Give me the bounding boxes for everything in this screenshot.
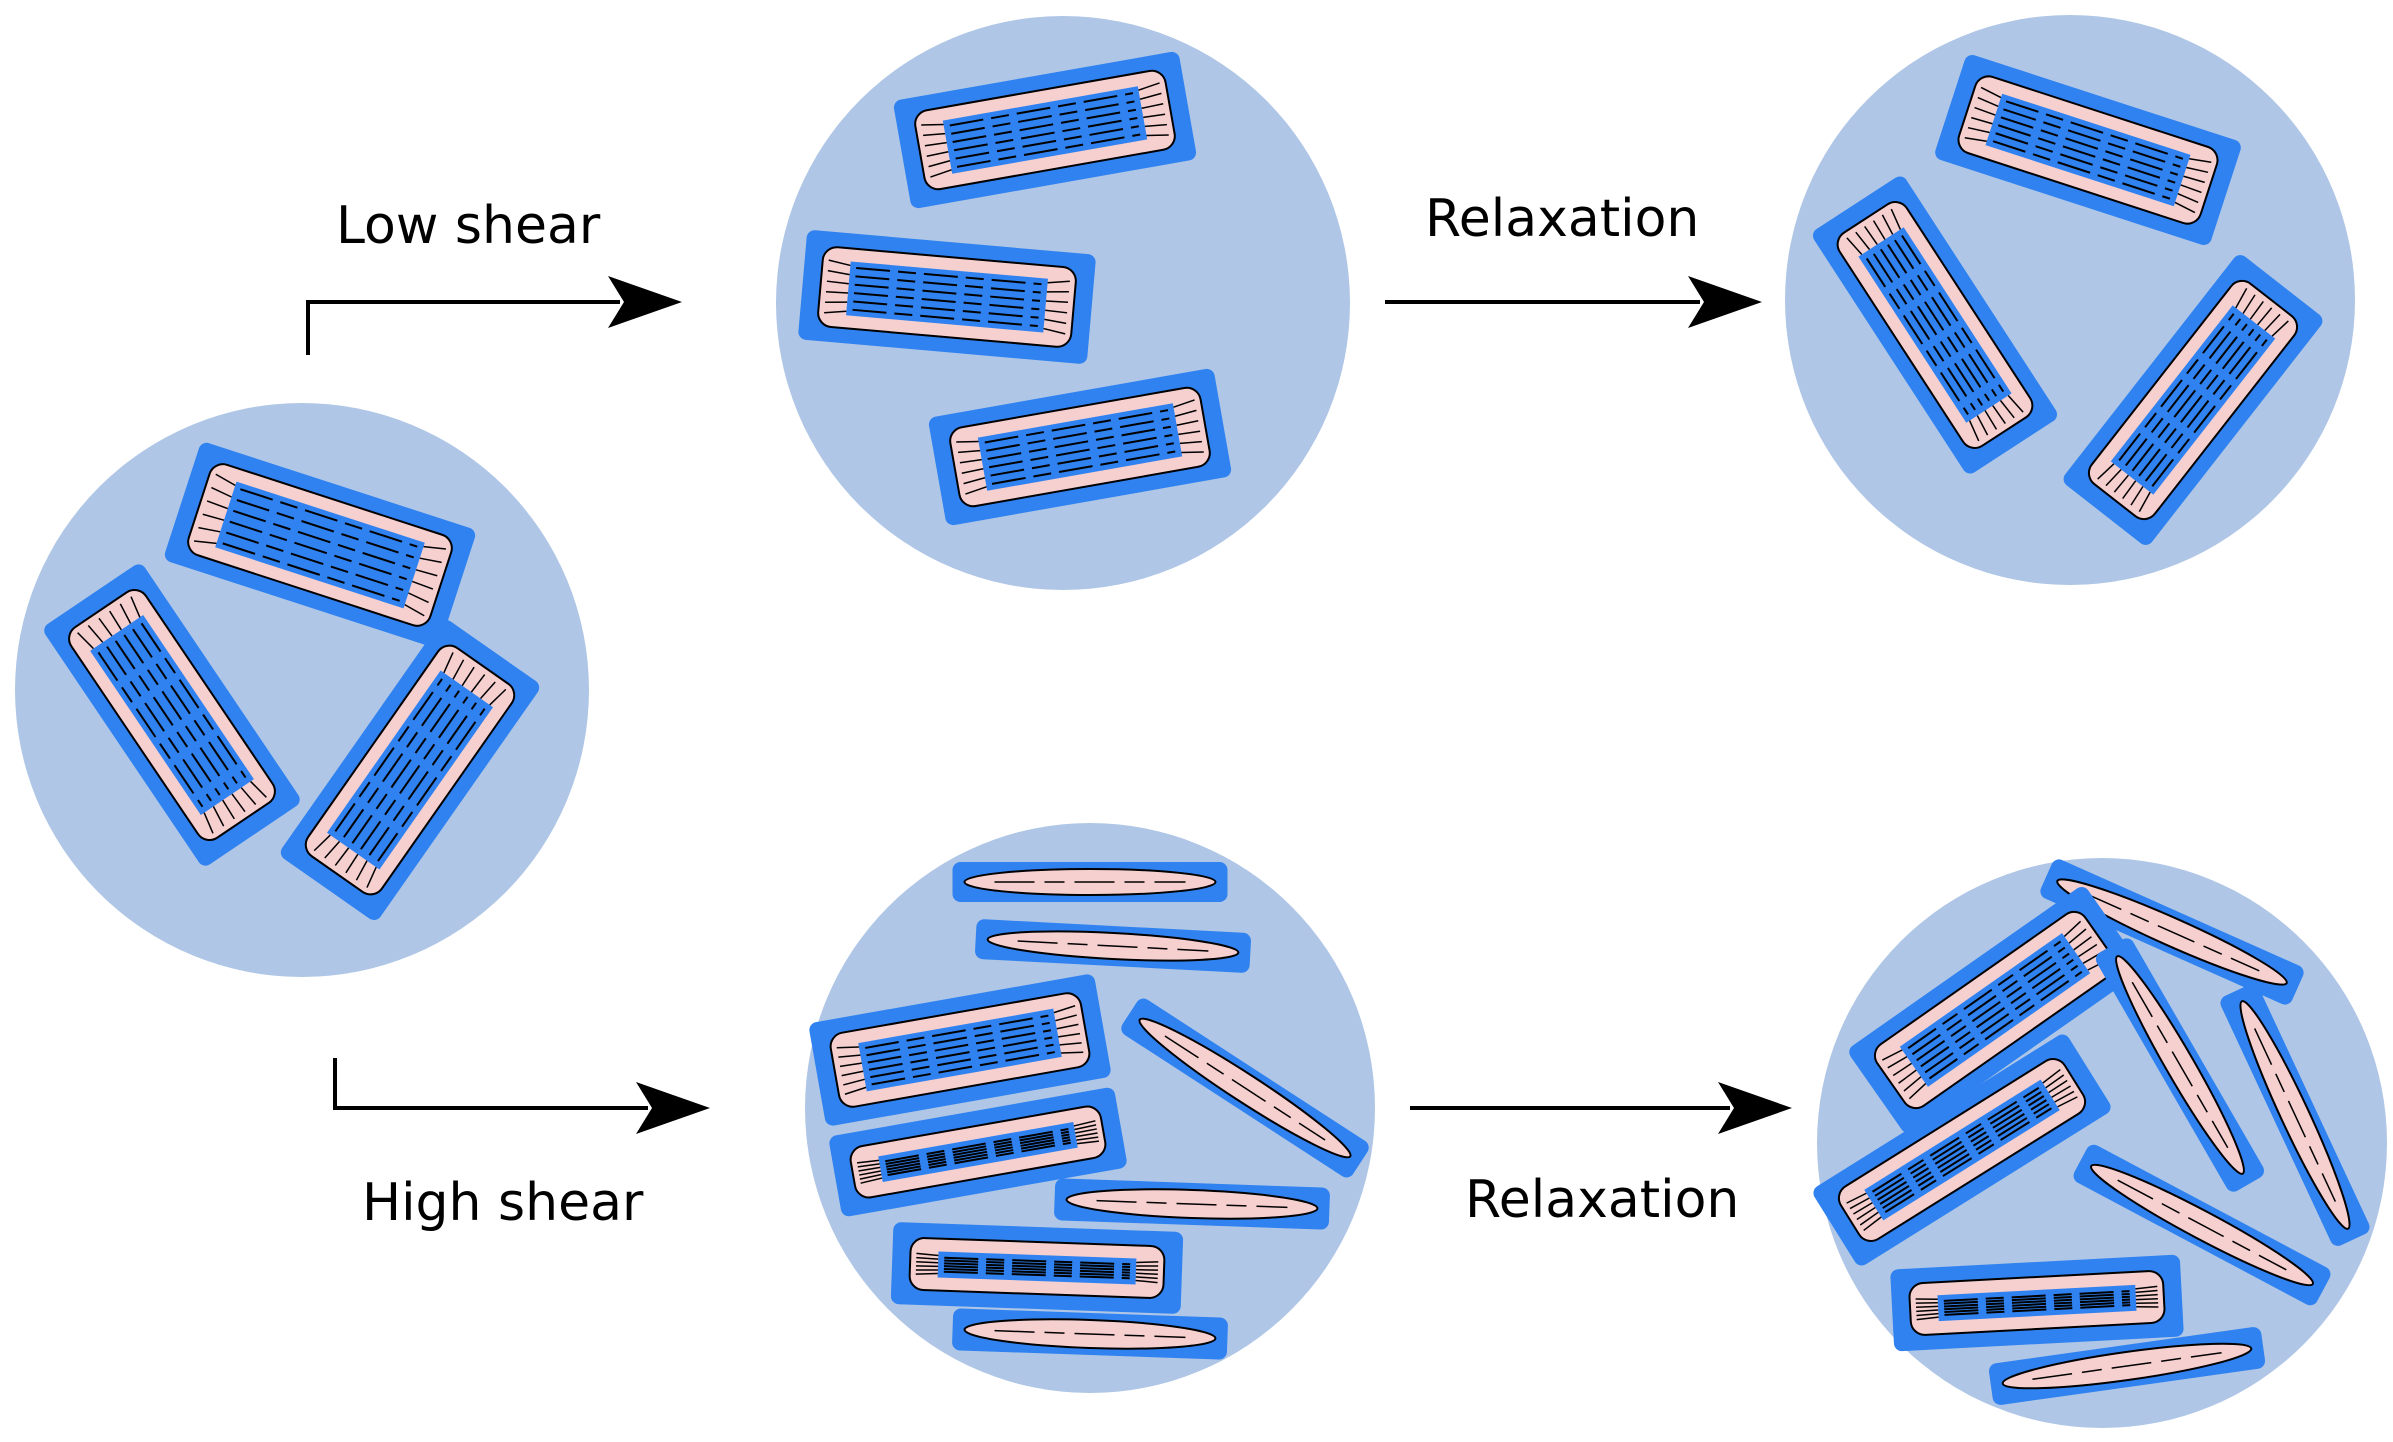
relaxation-bottom-label: Relaxation (1465, 1170, 1739, 1230)
low-shear-label: Low shear (336, 196, 601, 256)
low-shear-relaxed-particle-2 (1812, 176, 2058, 474)
high-shear-particle-1 (809, 974, 1111, 1126)
high-shear-particle-2 (829, 1087, 1127, 1217)
high-shear-relaxed-sheet-4 (2073, 1144, 2331, 1306)
relaxation-top-label: Relaxation (1425, 189, 1699, 249)
high-shear-relaxed-particle-2 (1813, 1034, 2111, 1266)
low-shear-relaxed-particle-3 (2063, 255, 2323, 545)
initial-particle-3 (280, 619, 540, 921)
low-shear-particle-1 (893, 51, 1197, 209)
high-shear-relaxed-sheet-3 (2220, 984, 2370, 1246)
high-shear-sheet-2 (975, 919, 1251, 973)
low-shear-arrow (306, 300, 620, 355)
initial-particle-2 (44, 564, 300, 866)
high-shear-particle-3 (890, 1222, 1184, 1314)
high-shear-relaxed-particle-3 (1890, 1254, 2184, 1352)
high-shear-sheet-4 (1054, 1178, 1330, 1230)
high-shear-relaxed-sheet-5 (1988, 1327, 2266, 1405)
initial-particle-1 (164, 442, 476, 648)
low-shear-arrowhead (608, 276, 682, 328)
high-shear-arrow (333, 1058, 648, 1110)
relaxation-bottom-arrowhead (1718, 1082, 1792, 1134)
relaxation-top-arrowhead (1688, 276, 1762, 328)
particle-layer (44, 51, 2370, 1405)
low-shear-particle-2 (798, 230, 1096, 364)
low-shear-particle-3 (928, 368, 1232, 526)
high-shear-arrowhead (636, 1082, 710, 1134)
high-shear-sheet-3 (1121, 998, 1369, 1178)
high-shear-label: High shear (362, 1173, 644, 1233)
low-shear-relaxed-particle-1 (1935, 54, 2241, 246)
high-shear-relaxed-sheet-2 (2095, 938, 2265, 1192)
high-shear-relaxed-sheet-1 (2040, 859, 2304, 1005)
high-shear-sheet-1 (952, 862, 1228, 902)
high-shear-sheet-5 (952, 1308, 1228, 1360)
high-shear-relaxed-particle-1 (1849, 886, 2141, 1134)
